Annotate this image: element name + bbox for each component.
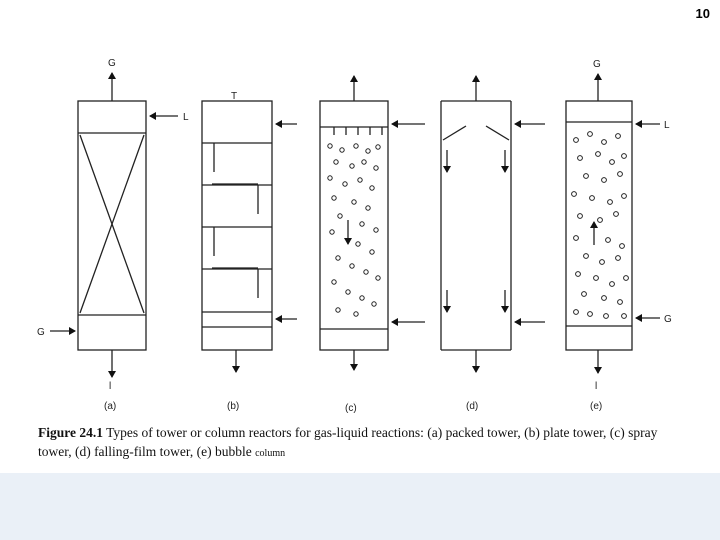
bubble-column-liquid-in-label: L — [664, 120, 670, 131]
bubble-column-gas-out-label: G — [593, 59, 601, 70]
caption-text: Types of tower or column reactors for ga… — [38, 425, 658, 459]
packed-tower-gas-in-label: G — [37, 327, 45, 338]
plate-tower-panel-letter: (b) — [227, 401, 239, 412]
caption-last-word: column — [255, 448, 286, 459]
figure-label: Figure 24.1 — [38, 425, 103, 440]
bubble-column — [565, 73, 660, 374]
bottom-band — [0, 473, 720, 540]
figure-panel — [28, 28, 692, 473]
packed-tower — [50, 72, 178, 378]
bubble-column-liquid-out-label: l — [595, 381, 597, 392]
falling-film-tower-panel-letter: (d) — [466, 401, 478, 412]
slide-number: 10 — [695, 6, 710, 21]
plate-tower — [201, 100, 297, 373]
packed-tower-liquid-out-label: l — [109, 381, 111, 392]
falling-film-tower — [440, 75, 545, 373]
packed-tower-gas-out-label: G — [108, 58, 116, 69]
packed-tower-liquid-in-label: L — [183, 112, 189, 123]
bubble-column-panel-letter: (e) — [590, 401, 602, 412]
packed-tower-panel-letter: (a) — [104, 401, 116, 412]
spray-tower — [319, 75, 425, 371]
figure-caption: Figure 24.1 Types of tower or column rea… — [38, 423, 678, 463]
plate-tower-top-label: T — [231, 91, 237, 102]
bubble-column-gas-in-label: G — [664, 314, 672, 325]
spray-tower-panel-letter: (c) — [345, 403, 357, 414]
